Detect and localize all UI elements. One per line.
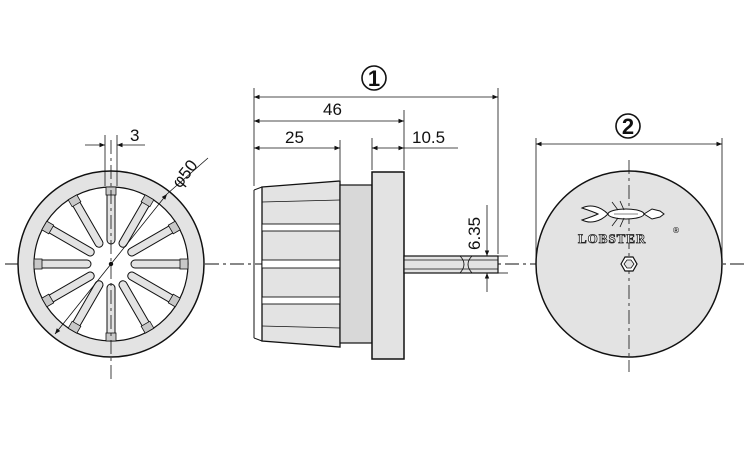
diameter-50-label: φ50 <box>168 156 201 191</box>
registered-mark: ® <box>672 226 680 235</box>
front-view <box>17 135 209 380</box>
callout-2-circle <box>615 113 641 139</box>
lobster-logo-text: LOBSTER <box>578 231 646 246</box>
lobster-logo-icon <box>580 200 665 228</box>
callout-1-circle <box>361 65 387 91</box>
callout-2-label: 2 <box>622 114 634 139</box>
dimension-25-label: 25 <box>285 128 304 147</box>
dimension-10-5-label: 10.5 <box>412 128 445 147</box>
width-3-label: 3 <box>130 126 139 145</box>
dimension-46-label: 46 <box>323 100 342 119</box>
back-view <box>535 138 723 372</box>
side-view <box>253 88 508 360</box>
fin <box>33 258 92 270</box>
fin <box>130 258 189 270</box>
callout-1-label: 1 <box>368 66 380 91</box>
dimension-6-35-label: 6.35 <box>465 217 484 250</box>
